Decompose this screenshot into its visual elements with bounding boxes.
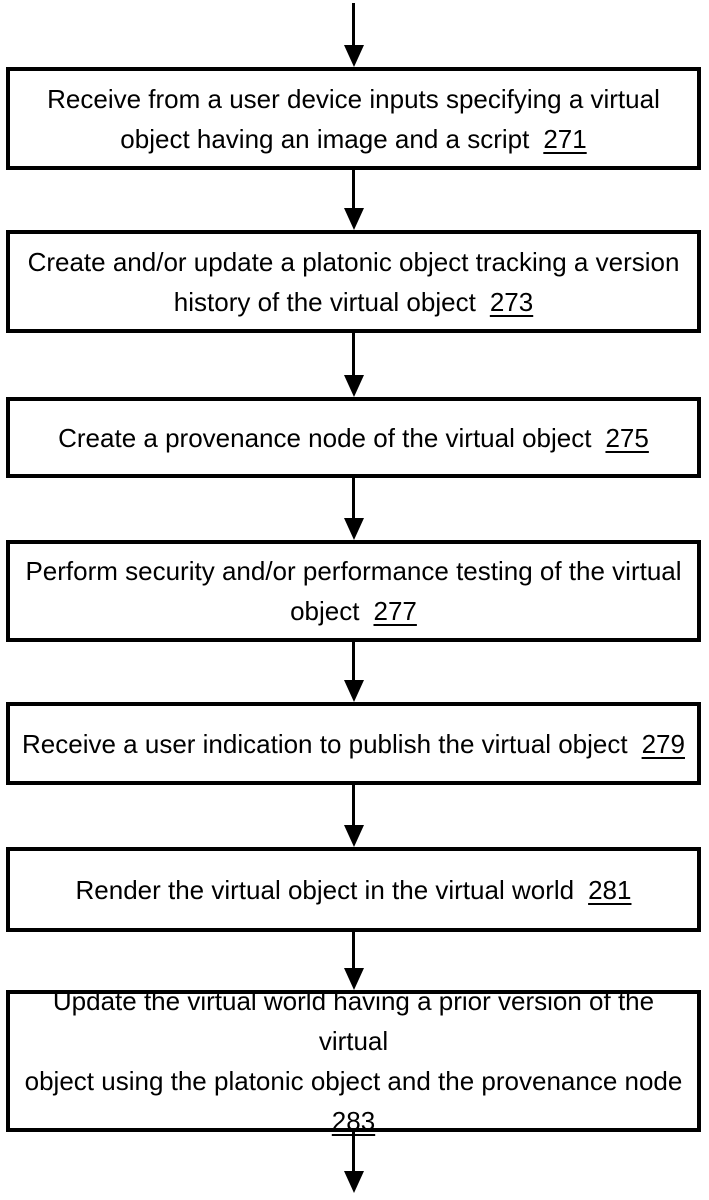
- flow-step-277: Perform security and/or performance test…: [6, 540, 701, 642]
- step-line: Receive a user indication to publish the…: [22, 728, 628, 759]
- down-arrowhead-icon: [344, 375, 364, 397]
- step-text: Render the virtual object in the virtual…: [66, 870, 642, 910]
- down-arrow-icon: [352, 785, 355, 825]
- step-text: Perform security and/or performance test…: [15, 551, 691, 631]
- reference-numeral: 279: [641, 728, 685, 759]
- step-line: object having an image and a script: [120, 123, 530, 154]
- down-arrow-icon: [352, 478, 355, 518]
- step-line: Create a provenance node of the virtual …: [58, 422, 592, 453]
- flow-step-281: Render the virtual object in the virtual…: [6, 847, 701, 932]
- reference-numeral: 281: [588, 874, 632, 905]
- flow-step-275: Create a provenance node of the virtual …: [6, 397, 701, 478]
- down-arrow-icon: [352, 170, 355, 208]
- down-arrow-icon: [352, 642, 355, 680]
- reference-numeral: 283: [331, 1106, 376, 1136]
- flow-step-279: Receive a user indication to publish the…: [6, 702, 701, 785]
- step-line: object: [290, 596, 360, 626]
- step-text: Receive a user indication to publish the…: [12, 724, 695, 764]
- step-line: history of the virtual object: [173, 286, 476, 317]
- down-arrowhead-icon: [344, 825, 364, 847]
- down-arrowhead-icon: [344, 518, 364, 540]
- down-arrowhead-icon: [344, 45, 364, 67]
- step-line: Render the virtual object in the virtual…: [75, 874, 575, 905]
- down-arrow-icon: [352, 932, 355, 968]
- step-text: Receive from a user device inputs specif…: [37, 79, 670, 159]
- down-arrowhead-icon: [344, 1171, 364, 1193]
- step-line: Receive from a user device inputs specif…: [47, 83, 660, 114]
- flow-step-273: Create and/or update a platonic object t…: [6, 230, 701, 333]
- down-arrowhead-icon: [344, 680, 364, 702]
- flow-step-271: Receive from a user device inputs specif…: [6, 67, 701, 170]
- reference-numeral: 271: [543, 123, 587, 154]
- down-arrowhead-icon: [344, 208, 364, 230]
- flow-step-283: Update the virtual world having a prior …: [6, 986, 701, 1136]
- step-line: Create and/or update a platonic object t…: [27, 246, 680, 277]
- reference-numeral: 273: [489, 286, 534, 317]
- step-text: Update the virtual world having a prior …: [10, 981, 697, 1141]
- down-arrow-icon: [352, 1132, 355, 1171]
- step-line: Update the virtual world having a prior …: [52, 986, 655, 1056]
- step-text: Create a provenance node of the virtual …: [48, 418, 659, 458]
- step-line: Perform security and/or performance test…: [25, 556, 682, 586]
- down-arrow-icon: [352, 333, 355, 375]
- down-arrowhead-icon: [344, 968, 364, 990]
- reference-numeral: 277: [373, 596, 417, 626]
- down-arrow-icon: [352, 3, 355, 45]
- step-text: Create and/or update a platonic object t…: [18, 242, 690, 322]
- step-line: object using the platonic object and the…: [24, 1066, 683, 1096]
- reference-numeral: 275: [605, 422, 649, 453]
